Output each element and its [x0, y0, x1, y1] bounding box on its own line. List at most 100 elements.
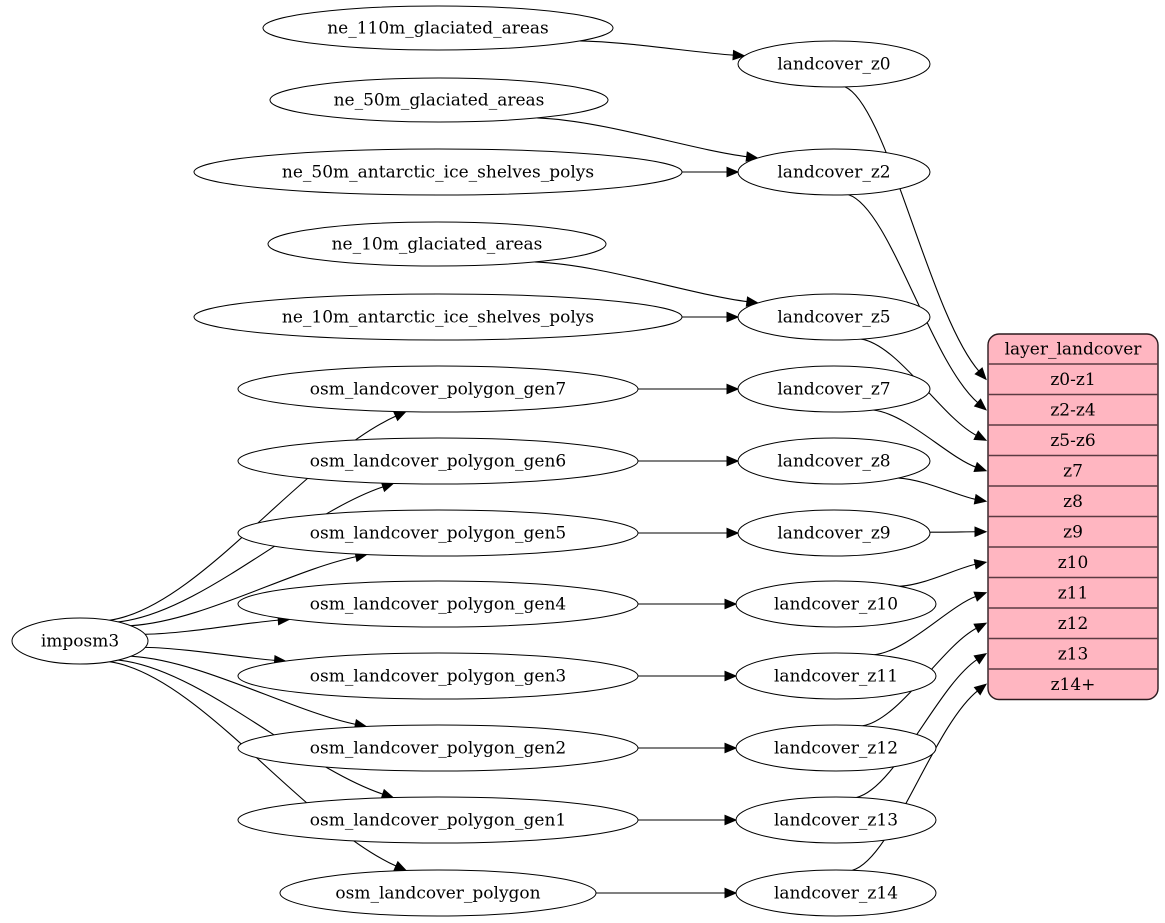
node-label: landcover_z9 — [777, 524, 890, 544]
node-shape — [262, 5, 614, 51]
table-row[interactable]: z10 — [1058, 553, 1089, 573]
node-shape — [237, 652, 639, 700]
node-landcover_z9[interactable]: landcover_z9 — [737, 509, 931, 557]
arrowhead — [973, 493, 988, 505]
node-label: ne_110m_glaciated_areas — [327, 19, 549, 39]
node-osm_landcover_polygon[interactable]: osm_landcover_polygon — [279, 869, 597, 917]
table-row-label: z9 — [1063, 522, 1083, 542]
node-label: ne_10m_glaciated_areas — [332, 235, 543, 255]
node-osm_landcover_polygon_gen2[interactable]: osm_landcover_polygon_gen2 — [237, 724, 639, 772]
edge-landcover_z0-to-layer_landcover.z0-z1 — [844, 86, 980, 373]
node-label: landcover_z11 — [774, 667, 898, 687]
node-label: landcover_z7 — [777, 380, 890, 400]
edge-ne_50m_glaciated_areas-to-landcover_z2 — [537, 117, 748, 158]
arrowhead — [724, 670, 738, 682]
node-label: imposm3 — [41, 632, 119, 652]
arrowhead — [732, 49, 746, 61]
arrowhead — [724, 814, 738, 826]
node-shape — [735, 652, 937, 700]
node-landcover_z0[interactable]: landcover_z0 — [737, 40, 931, 88]
arrowhead — [724, 887, 738, 899]
node-shape — [237, 580, 639, 628]
node-ne_10m_antarctic_ice_shelves_polys[interactable]: ne_10m_antarctic_ice_shelves_polys — [193, 293, 683, 341]
node-osm_landcover_polygon_gen4[interactable]: osm_landcover_polygon_gen4 — [237, 580, 639, 628]
node-label: landcover_z14 — [774, 884, 898, 904]
table-row[interactable]: z2-z4 — [1050, 400, 1095, 420]
table-row-label: z11 — [1058, 583, 1089, 603]
node-osm_landcover_polygon_gen7[interactable]: osm_landcover_polygon_gen7 — [237, 365, 639, 413]
node-label: landcover_z0 — [777, 55, 890, 75]
node-shape — [269, 77, 609, 123]
node-shape — [193, 148, 683, 196]
table-row-label: z5-z6 — [1050, 431, 1095, 451]
table-row[interactable]: z7 — [1063, 461, 1083, 481]
arrowhead — [393, 411, 407, 422]
table-row[interactable]: z12 — [1058, 614, 1089, 634]
arrowhead — [973, 653, 988, 665]
table-row-label: z2-z4 — [1050, 400, 1095, 420]
edge-imposm3-to-osm_landcover_polygon_gen5 — [130, 555, 358, 627]
node-label: osm_landcover_polygon_gen6 — [310, 452, 566, 472]
node-shape — [237, 509, 639, 557]
edges-layer — [109, 40, 988, 899]
node-label: landcover_z13 — [774, 811, 898, 831]
table-row-label: z13 — [1058, 644, 1089, 664]
node-imposm3[interactable]: imposm3 — [11, 617, 149, 665]
edge-landcover_z7-to-layer_landcover.z7 — [873, 409, 977, 468]
nodes-layer: imposm3 ne_110m_glaciated_areas ne_50m_gla… — [11, 5, 937, 917]
node-label: osm_landcover_polygon_gen1 — [310, 811, 566, 831]
node-osm_landcover_polygon_gen6[interactable]: osm_landcover_polygon_gen6 — [237, 437, 639, 485]
edge-imposm3-to-osm_landcover_polygon_gen1 — [118, 659, 384, 795]
edge-landcover_z8-to-layer_landcover.z8 — [898, 477, 977, 500]
node-label: landcover_z12 — [774, 739, 898, 759]
table-row[interactable]: z9 — [1063, 522, 1083, 542]
node-shape — [735, 869, 937, 917]
node-shape — [737, 148, 931, 196]
node-label: osm_landcover_polygon_gen7 — [310, 380, 566, 400]
node-label: osm_landcover_polygon_gen3 — [310, 667, 566, 687]
node-landcover_z14[interactable]: landcover_z14 — [735, 869, 937, 917]
node-shape — [735, 796, 937, 844]
node-landcover_z12[interactable]: landcover_z12 — [735, 724, 937, 772]
table-row[interactable]: z5-z6 — [1050, 431, 1095, 451]
arrowhead — [726, 166, 740, 178]
node-landcover_z5[interactable]: landcover_z5 — [737, 293, 931, 341]
node-shape — [737, 293, 931, 341]
node-ne_50m_antarctic_ice_shelves_polys[interactable]: ne_50m_antarctic_ice_shelves_polys — [193, 148, 683, 196]
edge-landcover_z11-to-layer_landcover.z11 — [874, 595, 977, 656]
arrowhead — [973, 559, 988, 570]
table-row[interactable]: z8 — [1063, 492, 1083, 512]
node-ne_110m_glaciated_areas[interactable]: ne_110m_glaciated_areas — [262, 5, 614, 51]
arrowhead — [973, 461, 988, 472]
node-shape — [193, 293, 683, 341]
table-row[interactable]: z14+ — [1051, 675, 1096, 695]
node-landcover_z13[interactable]: landcover_z13 — [735, 796, 937, 844]
node-landcover_z10[interactable]: landcover_z10 — [735, 580, 937, 628]
node-landcover_z11[interactable]: landcover_z11 — [735, 652, 937, 700]
table-row-label: z14+ — [1051, 675, 1096, 695]
layer-landcover-table: layer_landcoverz0-z1z2-z4z5-z6z7z8z9z10z… — [987, 333, 1159, 701]
node-ne_10m_glaciated_areas[interactable]: ne_10m_glaciated_areas — [267, 221, 607, 267]
table-row[interactable]: z11 — [1058, 583, 1089, 603]
arrowhead — [973, 430, 988, 441]
node-osm_landcover_polygon_gen3[interactable]: osm_landcover_polygon_gen3 — [237, 652, 639, 700]
edge-landcover_z2-to-layer_landcover.z2-z4 — [848, 194, 979, 404]
node-landcover_z7[interactable]: landcover_z7 — [737, 365, 931, 413]
node-landcover_z8[interactable]: landcover_z8 — [737, 437, 931, 485]
node-shape — [737, 40, 931, 88]
node-shape — [737, 365, 931, 413]
arrowhead — [974, 526, 988, 538]
node-osm_landcover_polygon_gen1[interactable]: osm_landcover_polygon_gen1 — [237, 796, 639, 844]
table-row[interactable]: z13 — [1058, 644, 1089, 664]
arrowhead — [726, 311, 740, 323]
node-landcover_z2[interactable]: landcover_z2 — [737, 148, 931, 196]
arrowhead — [724, 598, 738, 610]
node-osm_landcover_polygon_gen5[interactable]: osm_landcover_polygon_gen5 — [237, 509, 639, 557]
node-label: landcover_z2 — [777, 163, 890, 183]
node-label: landcover_z8 — [777, 452, 890, 472]
table-row[interactable]: z0-z1 — [1050, 370, 1095, 390]
node-ne_50m_glaciated_areas[interactable]: ne_50m_glaciated_areas — [269, 77, 609, 123]
node-label: ne_50m_glaciated_areas — [334, 91, 545, 111]
